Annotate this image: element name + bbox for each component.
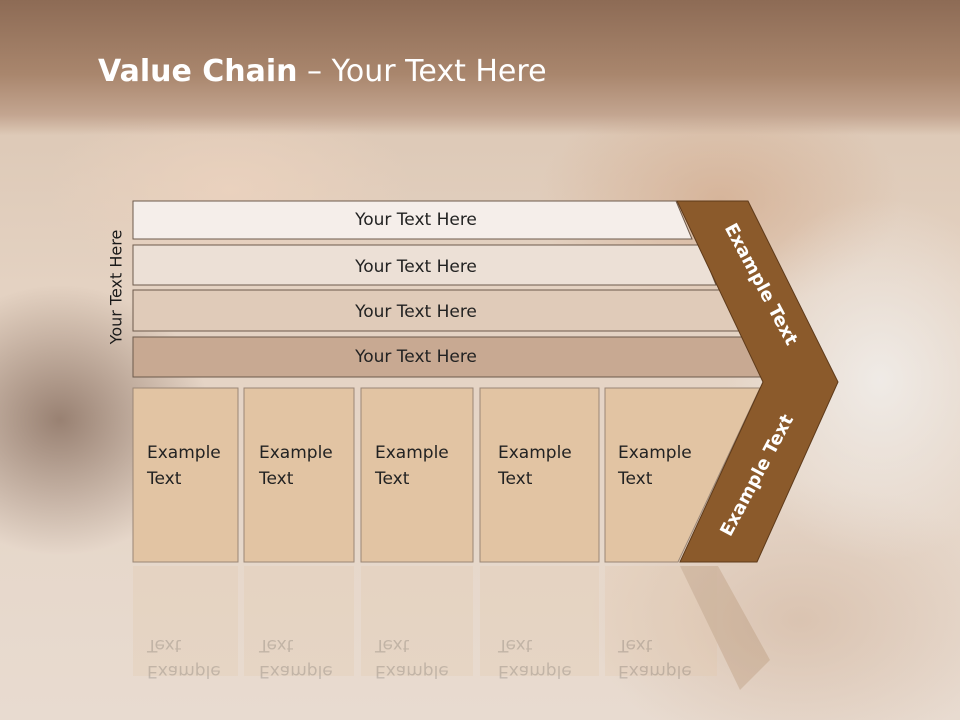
- reflection-text-2: Example Text: [259, 632, 333, 684]
- reflection-text-3-line1: Example: [375, 661, 449, 681]
- reflection-text-5-line1: Example: [618, 661, 692, 681]
- primary-box-3-text: Example Text: [375, 440, 449, 492]
- reflection-text-1: Example Text: [147, 632, 221, 684]
- reflection-text-1-line1: Example: [147, 661, 221, 681]
- primary-box-5-text: Example Text: [618, 440, 692, 492]
- primary-box-4-line2: Text: [498, 469, 533, 489]
- slide-title-rest: – Your Text Here: [297, 54, 547, 89]
- primary-box-1-line2: Text: [147, 469, 182, 489]
- support-row-3-label: Your Text Here: [354, 302, 477, 322]
- reflection-text-3: Example Text: [375, 632, 449, 684]
- support-row-2: [132, 244, 717, 286]
- primary-box-3: [360, 387, 474, 563]
- support-row-2-label: Your Text Here: [354, 257, 477, 277]
- primary-box-4-text: Example Text: [498, 440, 572, 492]
- slide-title: Value Chain – Your Text Here: [98, 54, 547, 89]
- primary-box-3-line2: Text: [375, 469, 410, 489]
- primary-box-2: [243, 387, 355, 563]
- reflection-text-4-line1: Example: [498, 661, 572, 681]
- support-row-1: [132, 200, 693, 240]
- reflection-text-1-line2: Text: [147, 635, 182, 655]
- primary-box-5-line2: Text: [618, 469, 653, 489]
- title-band: [0, 0, 960, 135]
- primary-box-3-line1: Example: [375, 443, 449, 463]
- primary-box-5-line1: Example: [618, 443, 692, 463]
- reflection-text-5: Example Text: [618, 632, 692, 684]
- primary-box-2-text: Example Text: [259, 440, 333, 492]
- primary-box-1-line1: Example: [147, 443, 221, 463]
- reflection-text-4: Example Text: [498, 632, 572, 684]
- primary-box-4-line1: Example: [498, 443, 572, 463]
- reflection-text-5-line2: Text: [618, 635, 653, 655]
- slide-title-bold: Value Chain: [98, 54, 298, 89]
- primary-box-1: [132, 387, 239, 563]
- reflection-text-2-line2: Text: [259, 635, 294, 655]
- primary-box-1-text: Example Text: [147, 440, 221, 492]
- primary-box-4: [479, 387, 600, 563]
- primary-box-5: [604, 387, 761, 563]
- reflection-text-2-line1: Example: [259, 661, 333, 681]
- primary-box-2-line2: Text: [259, 469, 294, 489]
- reflection: [133, 566, 770, 690]
- support-row-4-label: Your Text Here: [354, 347, 477, 367]
- reflection-text-4-line2: Text: [498, 635, 533, 655]
- support-row-1-label: Your Text Here: [354, 210, 477, 230]
- reflection-text-3-line2: Text: [375, 635, 410, 655]
- primary-box-2-line1: Example: [259, 443, 333, 463]
- margin-arrow: [676, 200, 839, 563]
